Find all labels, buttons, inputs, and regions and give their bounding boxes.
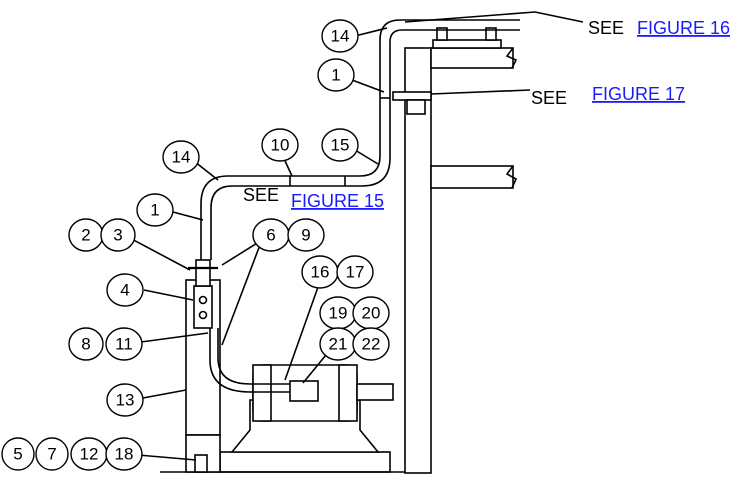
see-label: SEE: [531, 88, 567, 108]
callout-8: 8: [68, 327, 104, 361]
callout-21: 21: [319, 327, 357, 361]
svg-text:2: 2: [81, 226, 90, 245]
callout-7: 7: [35, 437, 69, 471]
callout-12: 12: [70, 437, 108, 471]
see-label: SEE: [588, 18, 624, 38]
figure-17-link[interactable]: FIGURE 17: [592, 84, 685, 104]
callout-17: 17: [336, 255, 374, 289]
svg-text:1: 1: [150, 201, 159, 220]
flexible-conduit: [209, 328, 290, 393]
svg-text:4: 4: [120, 281, 129, 300]
see-figure-17: SEE FIGURE 17: [531, 84, 685, 108]
callout-13: 13: [106, 383, 144, 417]
callout-5: 5: [1, 437, 35, 471]
svg-text:15: 15: [331, 136, 350, 155]
callout-1-top: 1: [317, 58, 355, 92]
svg-text:14: 14: [172, 148, 191, 167]
motor: [230, 364, 394, 453]
see-figure-15: SEE FIGURE 15: [243, 185, 384, 211]
svg-text:10: 10: [271, 136, 290, 155]
callout-3: 3: [100, 218, 136, 252]
callout-16: 16: [301, 255, 339, 289]
callout-22: 22: [352, 327, 390, 361]
svg-text:13: 13: [116, 391, 135, 410]
svg-text:12: 12: [80, 445, 99, 464]
svg-text:5: 5: [13, 445, 22, 464]
svg-text:18: 18: [115, 445, 134, 464]
svg-text:6: 6: [266, 226, 275, 245]
figure-16-link[interactable]: FIGURE 16: [637, 18, 730, 38]
see-figure-16: SEE FIGURE 16: [588, 18, 730, 38]
svg-text:9: 9: [301, 226, 310, 245]
main-conduit: [200, 19, 520, 260]
conduit-bracket: [392, 91, 432, 115]
callout-9: 9: [287, 218, 325, 252]
callout-19: 19: [319, 296, 357, 330]
callout-20: 20: [352, 296, 390, 330]
svg-text:7: 7: [47, 445, 56, 464]
upper-beam: [430, 27, 518, 69]
disconnect-switch: [188, 259, 218, 329]
figure-15-link[interactable]: FIGURE 15: [291, 191, 384, 211]
callout-4: 4: [106, 273, 144, 307]
callout-15: 15: [321, 128, 359, 162]
callout-11: 11: [105, 327, 143, 361]
svg-text:17: 17: [346, 263, 365, 282]
svg-text:8: 8: [81, 335, 90, 354]
callout-6: 6: [252, 218, 290, 252]
callout-14-mid: 14: [162, 140, 200, 174]
svg-text:16: 16: [311, 263, 330, 282]
svg-text:11: 11: [115, 335, 133, 354]
svg-text:19: 19: [329, 304, 348, 323]
svg-text:20: 20: [362, 304, 381, 323]
callout-18: 18: [105, 437, 143, 471]
callout-1-mid: 1: [136, 193, 174, 227]
callout-10: 10: [261, 128, 299, 162]
svg-text:21: 21: [329, 335, 348, 354]
callout-14-top: 14: [321, 19, 359, 53]
see-label: SEE: [243, 185, 279, 205]
svg-text:3: 3: [113, 226, 122, 245]
vertical-column: [404, 47, 432, 474]
svg-text:1: 1: [331, 66, 340, 85]
callout-2: 2: [68, 218, 104, 252]
svg-text:22: 22: [362, 335, 381, 354]
lower-beam: [430, 165, 518, 189]
svg-text:14: 14: [331, 27, 350, 46]
